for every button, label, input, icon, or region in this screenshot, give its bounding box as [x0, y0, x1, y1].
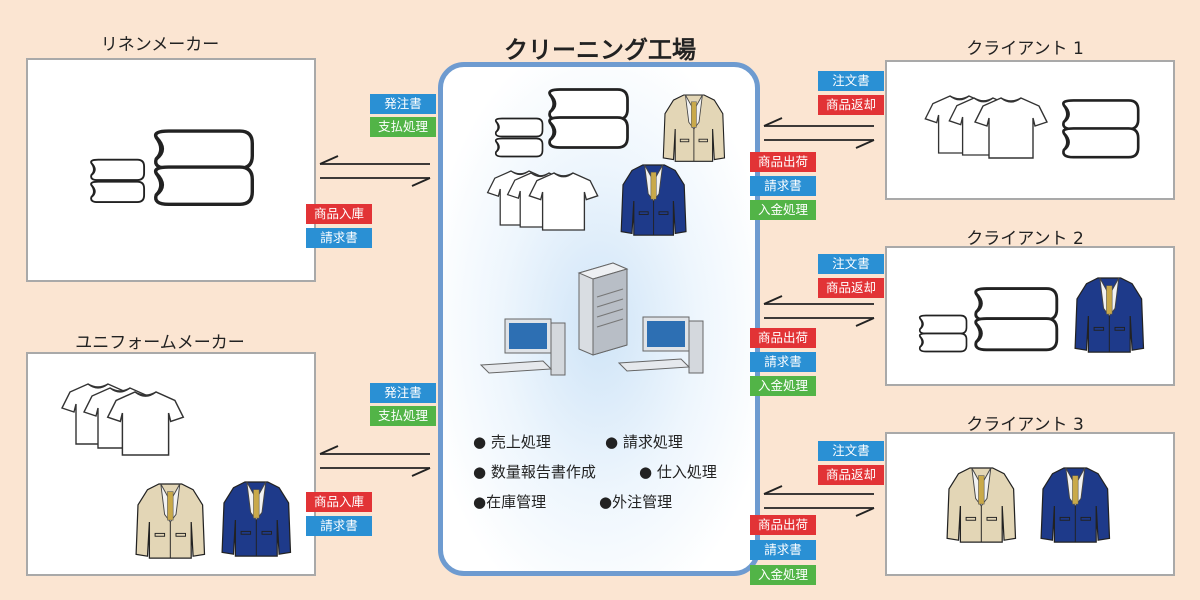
- arrow-linen-factory: [318, 156, 438, 186]
- badge-purchase-order: 注文書: [818, 71, 884, 91]
- badge-invoice: 請求書: [750, 176, 816, 196]
- client3-panel: [885, 432, 1175, 576]
- client1-title: クライアント 1: [925, 34, 1125, 59]
- badge-deposit: 入金処理: [750, 376, 816, 396]
- cleaning-factory-panel: ● 売上処理 ● 請求処理 ● 数量報告書作成 ● 仕入処理 ●在庫管理 ●外注…: [438, 62, 760, 576]
- badge-goods-out: 商品出荷: [750, 328, 816, 348]
- arrow-factory-client2: [762, 296, 882, 326]
- feature-purchasing: ● 仕入処理: [639, 461, 717, 482]
- badge-invoice: 請求書: [306, 516, 372, 536]
- badge-goods-out: 商品出荷: [750, 515, 816, 535]
- badge-goods-return: 商品返却: [818, 465, 884, 485]
- client2-illustration: [887, 248, 1177, 388]
- client1-illustration: [887, 62, 1177, 202]
- server-icon: [579, 263, 627, 355]
- badge-invoice: 請求書: [306, 228, 372, 248]
- badge-payment: 支払処理: [370, 117, 436, 137]
- badge-invoice: 請求書: [750, 352, 816, 372]
- feature-sales: ● 売上処理: [473, 431, 551, 452]
- computer-icon: [619, 317, 703, 373]
- badge-goods-return: 商品返却: [818, 95, 884, 115]
- client2-panel: [885, 246, 1175, 386]
- badge-goods-return: 商品返却: [818, 278, 884, 298]
- arrow-factory-client1: [762, 118, 882, 148]
- feature-inventory: ●在庫管理: [473, 491, 546, 512]
- feature-quantity-report: ● 数量報告書作成: [473, 461, 596, 482]
- server-computers-illustration: [443, 257, 755, 407]
- linen-maker-title: リネンメーカー: [60, 30, 260, 55]
- client1-panel: [885, 60, 1175, 200]
- badge-order: 発注書: [370, 94, 436, 114]
- linen-maker-panel: [26, 58, 316, 282]
- linen-towels-illustration: [28, 60, 318, 284]
- arrow-factory-client3: [762, 486, 882, 516]
- badge-purchase-order: 注文書: [818, 441, 884, 461]
- badge-purchase-order: 注文書: [818, 254, 884, 274]
- arrow-uniform-factory: [318, 446, 438, 476]
- uniform-maker-panel: [26, 352, 316, 576]
- badge-order: 発注書: [370, 383, 436, 403]
- factory-title: クリーニング工場: [440, 30, 760, 65]
- badge-deposit: 入金処理: [750, 200, 816, 220]
- client3-illustration: [887, 434, 1177, 578]
- badge-goods-in: 商品入庫: [306, 204, 372, 224]
- badge-goods-out: 商品出荷: [750, 152, 816, 172]
- computer-icon: [481, 319, 565, 375]
- badge-payment: 支払処理: [370, 406, 436, 426]
- uniform-illustration: [28, 354, 318, 578]
- badge-invoice: 請求書: [750, 540, 816, 560]
- badge-goods-in: 商品入庫: [306, 492, 372, 512]
- badge-deposit: 入金処理: [750, 565, 816, 585]
- feature-outsourcing: ●外注管理: [599, 491, 672, 512]
- feature-billing: ● 請求処理: [605, 431, 683, 452]
- uniform-maker-title: ユニフォームメーカー: [40, 328, 280, 353]
